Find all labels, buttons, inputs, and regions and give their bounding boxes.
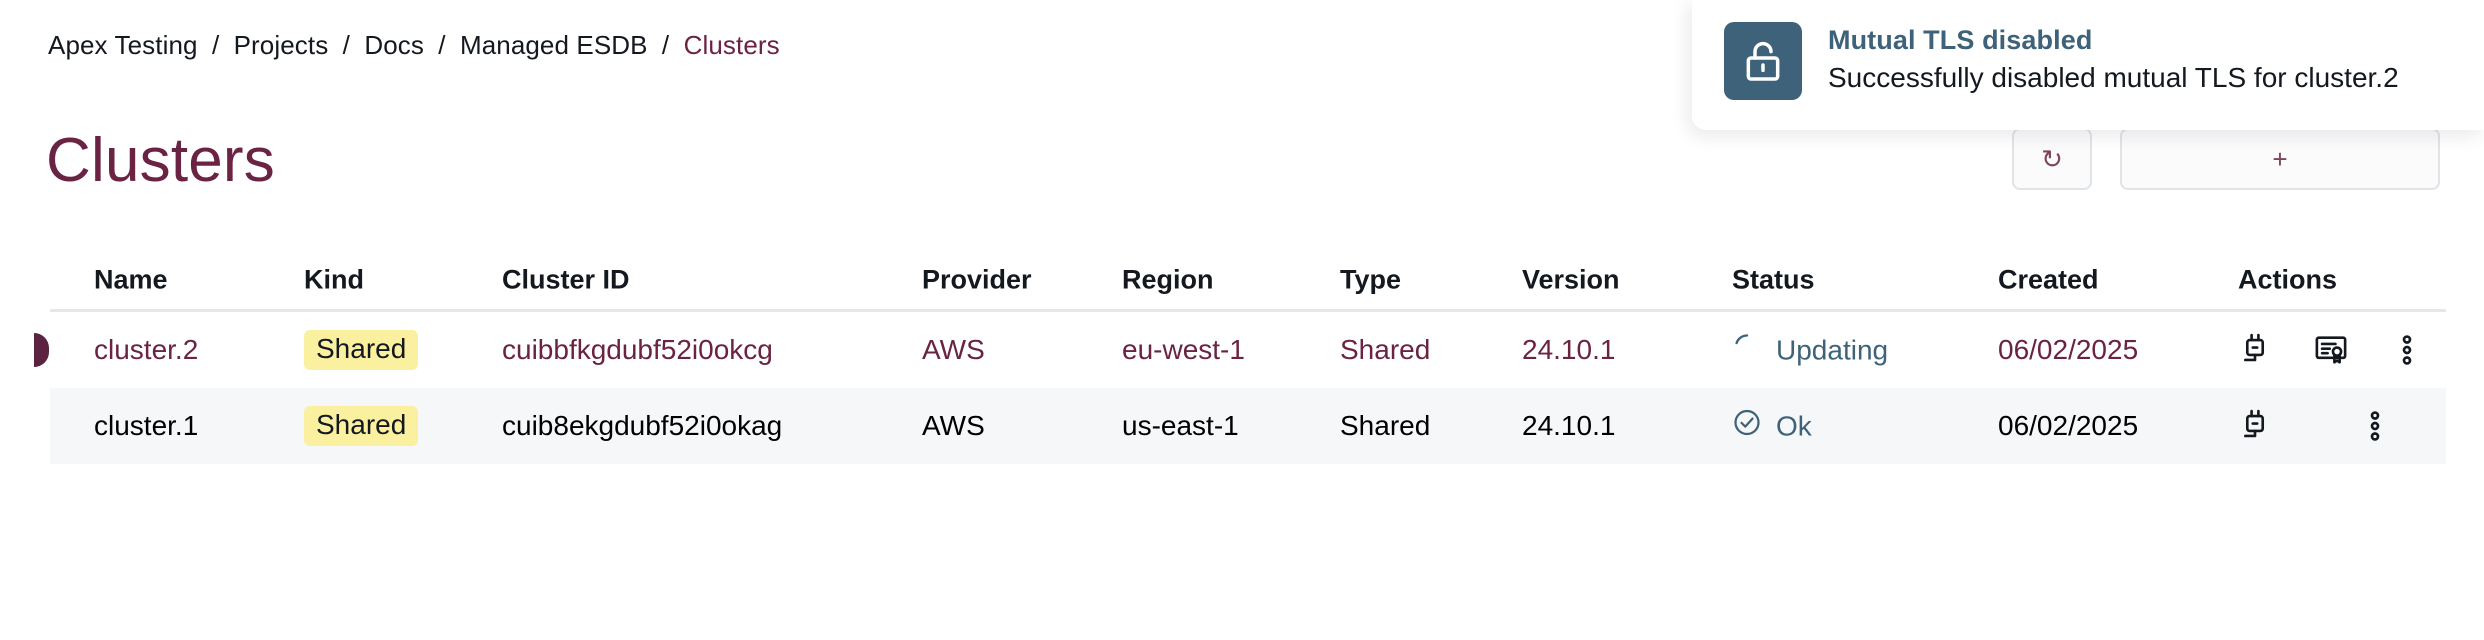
status-badge: Ok <box>1776 410 1812 441</box>
column-header-region[interactable]: Region <box>1122 264 1214 294</box>
breadcrumb-item-2[interactable]: Docs <box>364 30 424 60</box>
page-toolbar: ↻ + <box>2012 128 2440 190</box>
column-header-kind[interactable]: Kind <box>304 264 364 294</box>
breadcrumb-separator: / <box>342 30 350 60</box>
breadcrumb-item-1[interactable]: Projects <box>233 30 329 60</box>
column-header-type[interactable]: Type <box>1340 264 1402 294</box>
more-vertical-icon[interactable] <box>2390 331 2424 369</box>
cell-actions <box>2238 331 2424 369</box>
table-row[interactable]: cluster.1 Shared cuib8ekgdubf52i0okag AW… <box>50 388 2446 464</box>
refresh-button[interactable]: ↻ <box>2012 128 2092 190</box>
plug-icon[interactable] <box>2238 407 2272 445</box>
cell-actions <box>2238 407 2392 445</box>
toast-title: Mutual TLS disabled <box>1828 25 2093 55</box>
kind-badge: Shared <box>304 406 419 446</box>
toast-notification[interactable]: Mutual TLS disabled Successfully disable… <box>1692 0 2484 130</box>
breadcrumb-item-3[interactable]: Managed ESDB <box>459 30 648 60</box>
row-selected-marker <box>34 333 49 367</box>
cell-kind: Shared <box>304 406 419 446</box>
breadcrumb-separator: / <box>661 30 670 60</box>
column-header-actions: Actions <box>2238 264 2338 294</box>
column-header-version[interactable]: Version <box>1522 264 1620 294</box>
breadcrumb-item-4[interactable]: Clusters <box>683 30 780 60</box>
spinner-icon <box>1732 332 1762 369</box>
cell-region: us-east-1 <box>1122 410 1239 441</box>
cell-created: 06/02/2025 <box>1998 410 2139 441</box>
status-badge: Updating <box>1776 334 1889 365</box>
cell-version: 24.10.1 <box>1522 410 1616 441</box>
breadcrumb-separator: / <box>438 30 446 60</box>
refresh-icon: ↻ <box>2041 144 2063 174</box>
cell-status: Updating <box>1732 332 1888 369</box>
cell-type: Shared <box>1340 334 1431 365</box>
page-title: Clusters <box>46 125 275 195</box>
cell-cluster-id[interactable]: cuib8ekgdubf52i0okag <box>502 410 783 441</box>
toast-body: Mutual TLS disabled Successfully disable… <box>1828 22 2399 97</box>
certificate-icon[interactable] <box>2314 331 2348 369</box>
table-row[interactable]: cluster.2 Shared cuibbfkgdubf52i0okcg AW… <box>34 312 2446 388</box>
unlock-icon <box>1724 22 1802 100</box>
plug-icon[interactable] <box>2238 331 2272 369</box>
column-header-provider[interactable]: Provider <box>922 264 1032 294</box>
check-circle-icon <box>1732 408 1762 445</box>
column-header-cluster-id[interactable]: Cluster ID <box>502 264 630 294</box>
breadcrumb-separator: / <box>211 30 220 60</box>
cell-provider: AWS <box>922 334 985 365</box>
cell-version: 24.10.1 <box>1522 334 1616 365</box>
cell-kind: Shared <box>304 330 419 370</box>
column-header-created[interactable]: Created <box>1998 264 2099 294</box>
plus-icon: + <box>2272 144 2288 174</box>
cell-status: Ok <box>1732 408 1812 445</box>
cell-name[interactable]: cluster.1 <box>94 410 199 441</box>
table-header-row: Name Kind Cluster ID Provider Region Typ… <box>50 250 2446 312</box>
cell-cluster-id[interactable]: cuibbfkgdubf52i0okcg <box>502 334 773 365</box>
breadcrumb-item-0[interactable]: Apex Testing <box>48 30 198 60</box>
create-cluster-button[interactable]: + <box>2120 128 2440 190</box>
cell-type: Shared <box>1340 410 1431 441</box>
kind-badge: Shared <box>304 330 419 370</box>
toast-message: Successfully disabled mutual TLS for clu… <box>1828 61 2399 93</box>
clusters-table: Name Kind Cluster ID Provider Region Typ… <box>34 250 2446 464</box>
cell-name[interactable]: cluster.2 <box>94 334 199 365</box>
column-header-name[interactable]: Name <box>94 264 168 294</box>
cell-created: 06/02/2025 <box>1998 334 2139 365</box>
more-vertical-icon[interactable] <box>2358 407 2392 445</box>
cell-region: eu-west-1 <box>1122 334 1245 365</box>
breadcrumb: Apex Testing / Projects / Docs / Managed… <box>48 30 780 61</box>
column-header-status[interactable]: Status <box>1732 264 1815 294</box>
cell-provider: AWS <box>922 410 985 441</box>
